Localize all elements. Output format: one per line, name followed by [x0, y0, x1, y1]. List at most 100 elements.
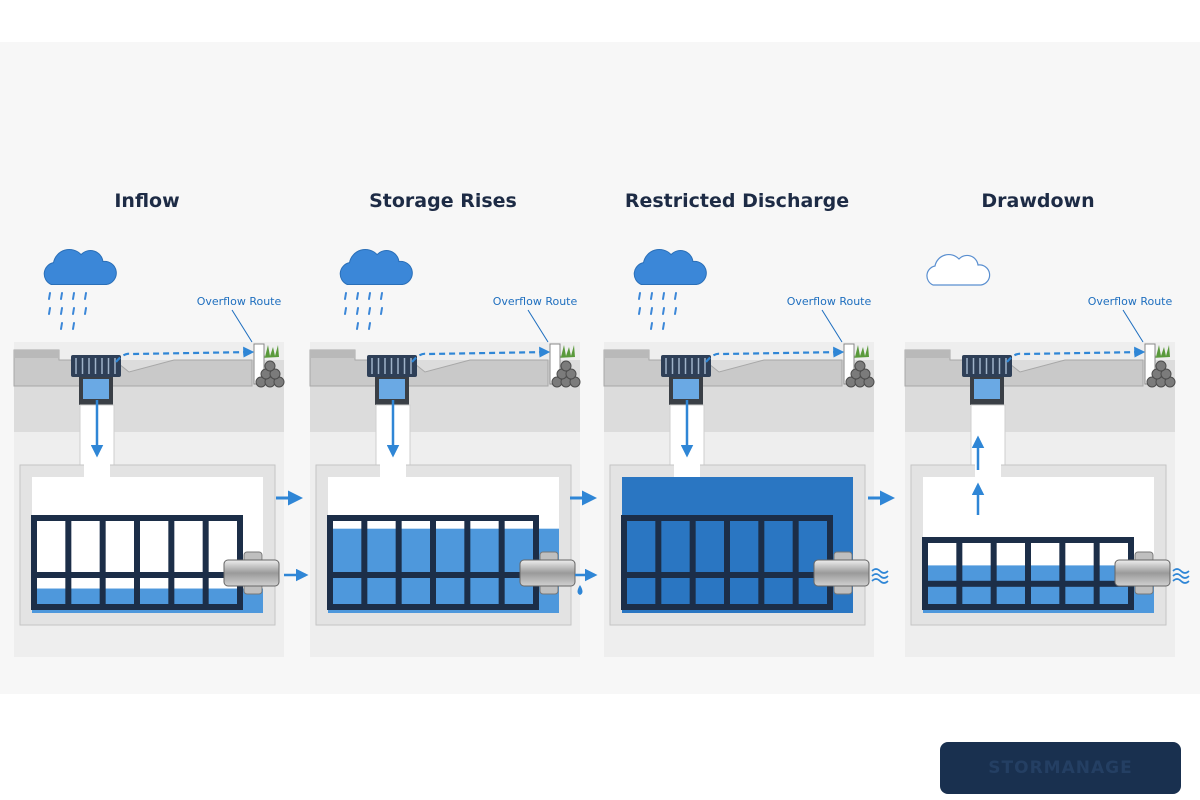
rain-drop: [638, 307, 641, 315]
overflow-route-label: Overflow Route: [1088, 295, 1173, 308]
crate-beam: [31, 572, 243, 578]
grass: [260, 345, 279, 358]
overflow-route-path: [1006, 346, 1146, 363]
crate-post: [168, 515, 175, 610]
rain-drop: [674, 307, 677, 315]
outlet-pipe-icon: [223, 559, 280, 587]
crate-post: [327, 515, 333, 610]
kerb: [310, 350, 355, 358]
crate-post: [31, 515, 37, 610]
crate-beam: [31, 604, 243, 610]
rain-drop: [650, 292, 653, 300]
crate-post: [99, 515, 106, 610]
rain-drop: [84, 292, 87, 300]
discharge-wave-icon: [1172, 578, 1190, 584]
shaft-opening: [380, 463, 406, 479]
stone: [264, 360, 276, 372]
overflow-leader-line: [1122, 309, 1144, 343]
rain-drop: [368, 307, 371, 315]
crate-beam: [621, 604, 833, 610]
crate-post: [956, 537, 963, 610]
crate-beam: [327, 572, 539, 578]
rain-drop: [356, 307, 359, 315]
crate-post: [464, 515, 471, 610]
shaft-opening: [84, 463, 110, 479]
rain-drop: [72, 307, 75, 315]
rain-drop: [638, 292, 641, 300]
panel-title: Inflow: [114, 190, 179, 212]
rain-drop: [48, 307, 51, 315]
stone: [565, 368, 577, 380]
panel-title: Restricted Discharge: [625, 190, 849, 212]
crate-post: [621, 515, 627, 610]
rain-drop: [72, 322, 75, 330]
discharge-wave-icon: [871, 578, 889, 584]
crate-beam: [922, 580, 1134, 587]
kerb: [905, 350, 950, 358]
brand-badge: STORMANAGE: [940, 742, 1181, 794]
overflow-leader-line: [821, 309, 843, 343]
rain-drop: [662, 322, 665, 330]
rain-drop: [380, 307, 383, 315]
overflow-route-label: Overflow Route: [493, 295, 578, 308]
discharge-wave-icon: [871, 573, 889, 579]
crate-post: [361, 515, 368, 610]
crate-post: [1025, 537, 1031, 610]
rain-drop: [356, 322, 359, 330]
shaft-opening: [975, 463, 1001, 479]
water-drop-icon: [577, 585, 583, 595]
cloud-outline-icon: [926, 253, 991, 286]
rain-drop: [60, 292, 63, 300]
crate-post: [758, 515, 765, 610]
rain-drop: [344, 292, 347, 300]
rain-drop: [650, 307, 653, 315]
crate-post: [498, 515, 505, 610]
crate-post: [134, 515, 140, 610]
kerb: [14, 350, 59, 358]
panel-title: Storage Rises: [369, 190, 517, 212]
stone: [1155, 360, 1167, 372]
stone: [269, 368, 281, 380]
discharge-wave-icon: [1172, 568, 1190, 574]
basin-water: [83, 379, 109, 399]
rain-drop: [674, 292, 677, 300]
outlet-pipe-icon: [519, 559, 576, 587]
crate-beam: [327, 515, 539, 521]
overflow-route-label: Overflow Route: [787, 295, 872, 308]
crate-post: [202, 515, 209, 610]
rain-cloud-icon: [633, 248, 707, 285]
overflow-route-path: [115, 346, 255, 363]
crate-beam: [327, 604, 539, 610]
rain-drop: [84, 307, 87, 315]
rain-cloud-icon: [43, 248, 117, 285]
crate-beam: [31, 515, 243, 521]
crate-post: [724, 515, 730, 610]
crate-post: [1093, 537, 1100, 610]
stone: [859, 368, 871, 380]
crate-post: [792, 515, 799, 610]
outlet-pipe-icon: [1114, 559, 1171, 587]
discharge-wave-icon: [871, 568, 889, 574]
basin-water: [974, 379, 1000, 399]
discharge-wave-icon: [1172, 573, 1190, 579]
outlet-pipe-icon: [813, 559, 870, 587]
stone: [1160, 368, 1172, 380]
crate-beam: [621, 572, 833, 578]
overflow-route-label: Overflow Route: [197, 295, 282, 308]
crate-post: [990, 537, 997, 610]
rain-drop: [48, 292, 51, 300]
overflow-leader-line: [231, 309, 253, 343]
rain-drop: [380, 292, 383, 300]
crate-post: [395, 515, 402, 610]
shaft-opening: [674, 463, 700, 479]
basin-water: [379, 379, 405, 399]
kerb: [604, 350, 649, 358]
panel-title: Drawdown: [981, 190, 1094, 212]
rain-drop: [356, 292, 359, 300]
rain-drop: [72, 292, 75, 300]
rain-drop: [650, 322, 653, 330]
